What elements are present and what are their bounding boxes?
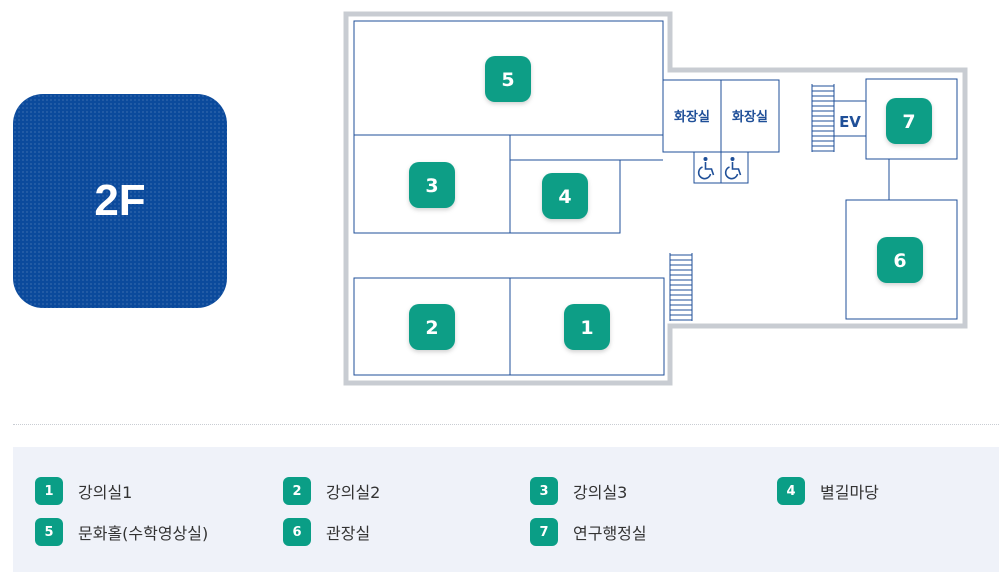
legend-number: 6 bbox=[283, 518, 311, 546]
building-outline bbox=[343, 11, 968, 386]
floor-plan: 화장실 화장실 EV 5 3 4 2 1 7 6 bbox=[343, 11, 968, 386]
room-marker-2[interactable]: 2 bbox=[409, 304, 455, 350]
restroom-label-2: 화장실 bbox=[732, 109, 768, 125]
room-marker-7[interactable]: 7 bbox=[886, 98, 932, 144]
legend-item-3[interactable]: 3 강의실3 bbox=[530, 477, 627, 505]
room-marker-6[interactable]: 6 bbox=[877, 237, 923, 283]
room-marker-5[interactable]: 5 bbox=[485, 56, 531, 102]
room-marker-4[interactable]: 4 bbox=[542, 173, 588, 219]
room-legend: 1 강의실1 2 강의실2 3 강의실3 4 별길마당 5 문화홀(수학영상실)… bbox=[13, 447, 999, 572]
legend-label: 강의실3 bbox=[573, 483, 628, 502]
room-marker-3[interactable]: 3 bbox=[409, 162, 455, 208]
elevator-label: EV bbox=[839, 113, 861, 131]
room-marker-label: 7 bbox=[902, 111, 915, 133]
wheelchair-icon bbox=[724, 157, 742, 180]
restroom-outline-2 bbox=[720, 79, 780, 153]
floor-badge: 2F bbox=[13, 94, 227, 308]
legend-item-7[interactable]: 7 연구행정실 bbox=[530, 518, 647, 546]
legend-item-1[interactable]: 1 강의실1 bbox=[35, 477, 132, 505]
legend-item-5[interactable]: 5 문화홀(수학영상실) bbox=[35, 518, 208, 546]
stairs-icon-upper bbox=[811, 84, 835, 152]
legend-number: 2 bbox=[283, 477, 311, 505]
legend-label: 강의실1 bbox=[78, 483, 133, 502]
legend-number: 1 bbox=[35, 477, 63, 505]
legend-item-4[interactable]: 4 별길마당 bbox=[777, 477, 879, 505]
room-marker-label: 6 bbox=[893, 250, 906, 272]
legend-label: 관장실 bbox=[326, 524, 371, 543]
room-outline-7 bbox=[865, 78, 958, 160]
accessible-box-2 bbox=[720, 151, 749, 184]
legend-label: 문화홀(수학영상실) bbox=[78, 524, 209, 543]
room-outline-1 bbox=[509, 277, 665, 376]
legend-number: 4 bbox=[777, 477, 805, 505]
stairs-icon-lower bbox=[669, 253, 693, 321]
legend-number: 7 bbox=[530, 518, 558, 546]
room-marker-label: 1 bbox=[580, 317, 593, 339]
room-marker-label: 3 bbox=[425, 175, 438, 197]
room-outline-6 bbox=[845, 199, 958, 320]
legend-item-6[interactable]: 6 관장실 bbox=[283, 518, 370, 546]
floor-label: 2F bbox=[94, 176, 146, 225]
wheelchair-icon bbox=[697, 157, 715, 180]
legend-number: 3 bbox=[530, 477, 558, 505]
room-marker-label: 5 bbox=[501, 69, 514, 91]
legend-item-2[interactable]: 2 강의실2 bbox=[283, 477, 380, 505]
room-marker-label: 2 bbox=[425, 317, 438, 339]
legend-number: 5 bbox=[35, 518, 63, 546]
room-marker-label: 4 bbox=[558, 186, 571, 208]
restroom-label-1: 화장실 bbox=[674, 109, 710, 125]
room-marker-1[interactable]: 1 bbox=[564, 304, 610, 350]
legend-label: 별길마당 bbox=[820, 483, 879, 502]
section-divider bbox=[13, 424, 999, 425]
legend-label: 강의실2 bbox=[326, 483, 381, 502]
room-outline-4 bbox=[509, 159, 621, 234]
legend-label: 연구행정실 bbox=[573, 524, 647, 543]
